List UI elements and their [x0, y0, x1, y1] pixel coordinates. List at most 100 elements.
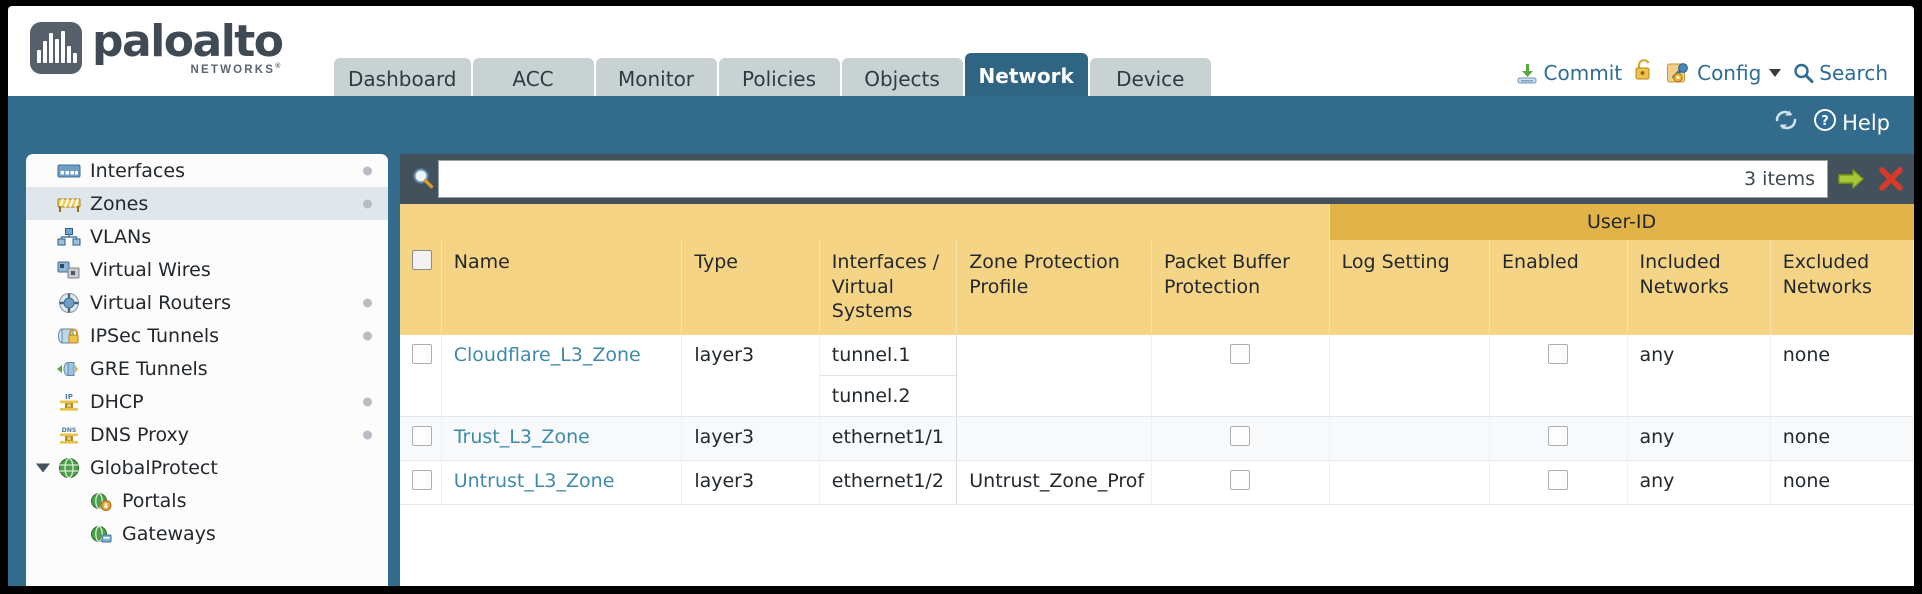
sidebar-item-gateways[interactable]: Gateways [26, 517, 388, 550]
help-label: Help [1842, 110, 1890, 135]
cell-userid-enabled [1489, 416, 1628, 462]
filter-bar: 3 items [400, 154, 1914, 204]
search-filter-icon[interactable] [408, 166, 438, 192]
virtual-wires-icon [56, 260, 82, 280]
help-button[interactable]: ? Help [1813, 108, 1890, 137]
ipsec-tunnels-icon [56, 326, 82, 346]
userid-enabled-checkbox[interactable] [1548, 470, 1569, 491]
row-select-cell [400, 416, 442, 462]
cell-type: layer3 [681, 460, 820, 506]
filter-field[interactable]: 3 items [438, 160, 1828, 198]
commit-button[interactable]: Commit [1515, 60, 1623, 85]
col-included-networks[interactable]: Included Networks [1627, 240, 1771, 336]
sidebar-item-label: DHCP [90, 390, 144, 413]
cell-type: layer3 [681, 416, 820, 462]
zone-name-link[interactable]: Trust_L3_Zone [453, 426, 590, 449]
cell-excluded-networks: none [1770, 416, 1914, 462]
userid-enabled-checkbox[interactable] [1548, 344, 1569, 365]
col-interfaces[interactable]: Interfaces / Virtual Systems [819, 240, 958, 336]
cell-packet-buffer-protection [1151, 335, 1330, 418]
commit-label: Commit [1543, 60, 1623, 85]
cell-included-networks: any [1627, 416, 1771, 462]
sidebar-item-status-dot [363, 331, 372, 340]
sidebar-item-virtual-routers[interactable]: Virtual Routers [26, 286, 388, 319]
col-userid-enabled[interactable]: Enabled [1489, 240, 1628, 336]
sidebar-item-status-dot [363, 199, 372, 208]
packet-buffer-protection-checkbox[interactable] [1230, 344, 1251, 365]
tab-network[interactable]: Network [964, 53, 1088, 99]
apply-filter-button[interactable] [1834, 160, 1868, 198]
sidebar-item-label: Virtual Routers [90, 291, 231, 314]
cell-packet-buffer-protection [1151, 460, 1330, 506]
tab-acc[interactable]: ACC [472, 58, 594, 99]
cell-interfaces: ethernet1/2 [819, 460, 958, 506]
userid-enabled-checkbox[interactable] [1548, 426, 1569, 447]
sidebar-item-dhcp[interactable]: IP DHCP [26, 385, 388, 418]
sidebar-item-label: Portals [122, 489, 187, 512]
row-select-checkbox[interactable] [412, 426, 432, 447]
packet-buffer-protection-checkbox[interactable] [1230, 470, 1251, 491]
config-menu[interactable]: Config [1666, 61, 1782, 85]
tab-device[interactable]: Device [1089, 58, 1211, 99]
sidebar-item-virtual-wires[interactable]: Virtual Wires [26, 253, 388, 286]
cell-name: Cloudflare_L3_Zone [441, 335, 683, 418]
interfaces-icon [56, 161, 82, 181]
row-select-checkbox[interactable] [412, 344, 432, 365]
search-input[interactable] [451, 161, 1745, 197]
cell-excluded-networks: none [1770, 335, 1914, 418]
col-packet-buffer-protection[interactable]: Packet Buffer Protection [1151, 240, 1330, 336]
zones-table: User-ID Name Type Interfaces / Virtual S… [400, 204, 1914, 506]
sidebar-item-label: Interfaces [90, 159, 185, 182]
sidebar-item-label: IPSec Tunnels [90, 324, 220, 347]
sub-header-bar: ? Help [8, 96, 1914, 154]
clear-filter-button[interactable] [1874, 160, 1908, 198]
sub-header-actions: ? Help [1773, 108, 1890, 137]
col-log-setting[interactable]: Log Setting [1329, 240, 1491, 336]
sidebar-item-status-dot [363, 397, 372, 406]
expand-collapse-triangle-icon[interactable] [36, 463, 50, 472]
interface-entry: tunnel.1 [819, 335, 957, 377]
sidebar-item-label: GRE Tunnels [90, 357, 208, 380]
zone-name-link[interactable]: Untrust_L3_Zone [453, 470, 615, 493]
zones-icon [56, 194, 82, 214]
group-header-userid: User-ID [1329, 204, 1914, 241]
col-name[interactable]: Name [441, 240, 683, 336]
cell-userid-enabled [1489, 460, 1628, 506]
col-zone-protection-profile[interactable]: Zone Protection Profile [956, 240, 1153, 336]
sidebar-item-globalprotect[interactable]: GlobalProtect [26, 451, 388, 484]
sidebar-item-gre-tunnels[interactable]: GRE Tunnels [26, 352, 388, 385]
tab-objects[interactable]: Objects [841, 58, 963, 99]
sidebar-item-label: GlobalProtect [90, 456, 218, 479]
content-panel: 3 items [400, 154, 1914, 586]
zone-name-link[interactable]: Cloudflare_L3_Zone [453, 344, 641, 367]
tab-monitor[interactable]: Monitor [595, 58, 717, 99]
gre-tunnels-icon [56, 359, 82, 379]
row-select-checkbox[interactable] [412, 470, 432, 491]
interface-entry: ethernet1/2 [831, 470, 944, 493]
select-all-checkbox[interactable] [412, 250, 432, 271]
col-excluded-networks[interactable]: Excluded Networks [1770, 240, 1914, 336]
config-icon [1666, 61, 1692, 85]
search-button[interactable]: Search [1792, 61, 1888, 85]
cell-packet-buffer-protection [1151, 416, 1330, 462]
sidebar-item-ipsec-tunnels[interactable]: IPSec Tunnels [26, 319, 388, 352]
col-type[interactable]: Type [681, 240, 820, 336]
sidebar-item-vlans[interactable]: VLANs [26, 220, 388, 253]
tab-policies[interactable]: Policies [718, 58, 840, 99]
sidebar-item-portals[interactable]: Portals [26, 484, 388, 517]
svg-text:IP: IP [65, 393, 73, 401]
tab-dashboard[interactable]: Dashboard [334, 58, 471, 99]
refresh-icon[interactable] [1773, 108, 1799, 137]
sidebar-item-zones[interactable]: Zones [26, 187, 388, 220]
zones-table-container: User-ID Name Type Interfaces / Virtual S… [400, 204, 1914, 586]
sidebar-item-label: DNS Proxy [90, 423, 189, 446]
packet-buffer-protection-checkbox[interactable] [1230, 426, 1251, 447]
lock-icon[interactable] [1633, 58, 1655, 87]
sidebar-item-interfaces[interactable]: Interfaces [26, 154, 388, 187]
